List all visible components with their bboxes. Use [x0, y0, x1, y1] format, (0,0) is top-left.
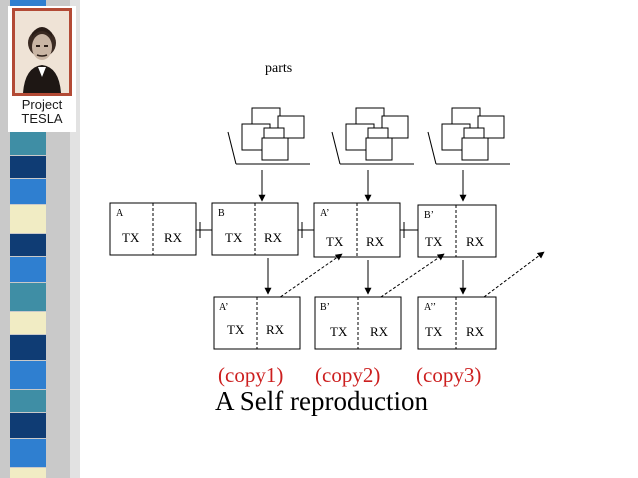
connector-b-a-prime: [298, 222, 314, 238]
portrait-frame: [12, 8, 72, 96]
box-label: B’: [424, 210, 434, 221]
parts-label: parts: [265, 61, 293, 76]
tx-label: TX: [425, 234, 443, 249]
parts-pile-1: [227, 107, 310, 165]
dashed-arrow-3: [455, 251, 545, 319]
stripe-block: [10, 205, 46, 233]
rx-label: RX: [164, 230, 183, 245]
stripe-block: [10, 312, 46, 334]
stripe-block: [10, 257, 46, 282]
box-label: A: [116, 208, 124, 219]
machine-box-b: B TX RX: [211, 202, 299, 256]
tx-label: TX: [227, 322, 245, 337]
connector-a-prime-b-prime: [400, 222, 418, 238]
box-label: A’’: [424, 302, 436, 313]
connector-a-b: [196, 222, 212, 238]
logo-line-project: Project: [21, 97, 63, 112]
tx-label: TX: [122, 230, 140, 245]
stripe-block: [10, 413, 46, 438]
stripe-block: [10, 439, 46, 467]
stripe-block: [10, 468, 46, 478]
logo-line-tesla: TESLA: [21, 111, 63, 126]
parts-pile-3: [427, 107, 510, 165]
stripe-block: [10, 179, 46, 204]
tesla-portrait-icon: [15, 11, 69, 93]
machine-box-a: A TX RX: [109, 202, 197, 256]
rx-label: RX: [264, 230, 283, 245]
machine-box-b-prime: B’ TX RX: [417, 204, 497, 258]
box-label: B: [218, 208, 225, 219]
copy-label-3: (copy3): [416, 363, 482, 387]
tx-label: TX: [330, 324, 348, 339]
box-label: A’: [219, 302, 228, 313]
tx-label: TX: [225, 230, 243, 245]
machine-box-a-prime: A’ TX RX: [313, 202, 401, 258]
diagram-caption: A Self reproduction: [215, 386, 428, 416]
rx-label: RX: [466, 324, 485, 339]
copy-box-a-double-prime: A’’ TX RX: [417, 296, 497, 350]
stripe-block: [10, 156, 46, 178]
tx-label: TX: [425, 324, 443, 339]
copy-box-a-prime: A’ TX RX: [213, 296, 301, 350]
copy-labels: (copy1) (copy2) (copy3): [218, 363, 518, 389]
stripe-block: [10, 390, 46, 412]
stripe-block: [10, 234, 46, 256]
rx-label: RX: [370, 324, 389, 339]
rx-label: RX: [466, 234, 485, 249]
stripe-block: [10, 335, 46, 360]
copy-box-b-prime: B’ TX RX: [314, 296, 402, 350]
box-label: A’: [320, 208, 329, 219]
logo-text: Project TESLA: [8, 98, 76, 126]
rx-label: RX: [366, 234, 385, 249]
tx-label: TX: [326, 234, 344, 249]
stripe-block: [10, 283, 46, 311]
box-label: B’: [320, 302, 330, 313]
project-tesla-logo: Project TESLA: [8, 6, 76, 132]
parts-pile-2: [331, 107, 414, 165]
copy-label-2: (copy2): [315, 363, 381, 387]
rx-label: RX: [266, 322, 285, 337]
stripe-block: [10, 361, 46, 389]
copy-label-1: (copy1): [218, 363, 284, 387]
